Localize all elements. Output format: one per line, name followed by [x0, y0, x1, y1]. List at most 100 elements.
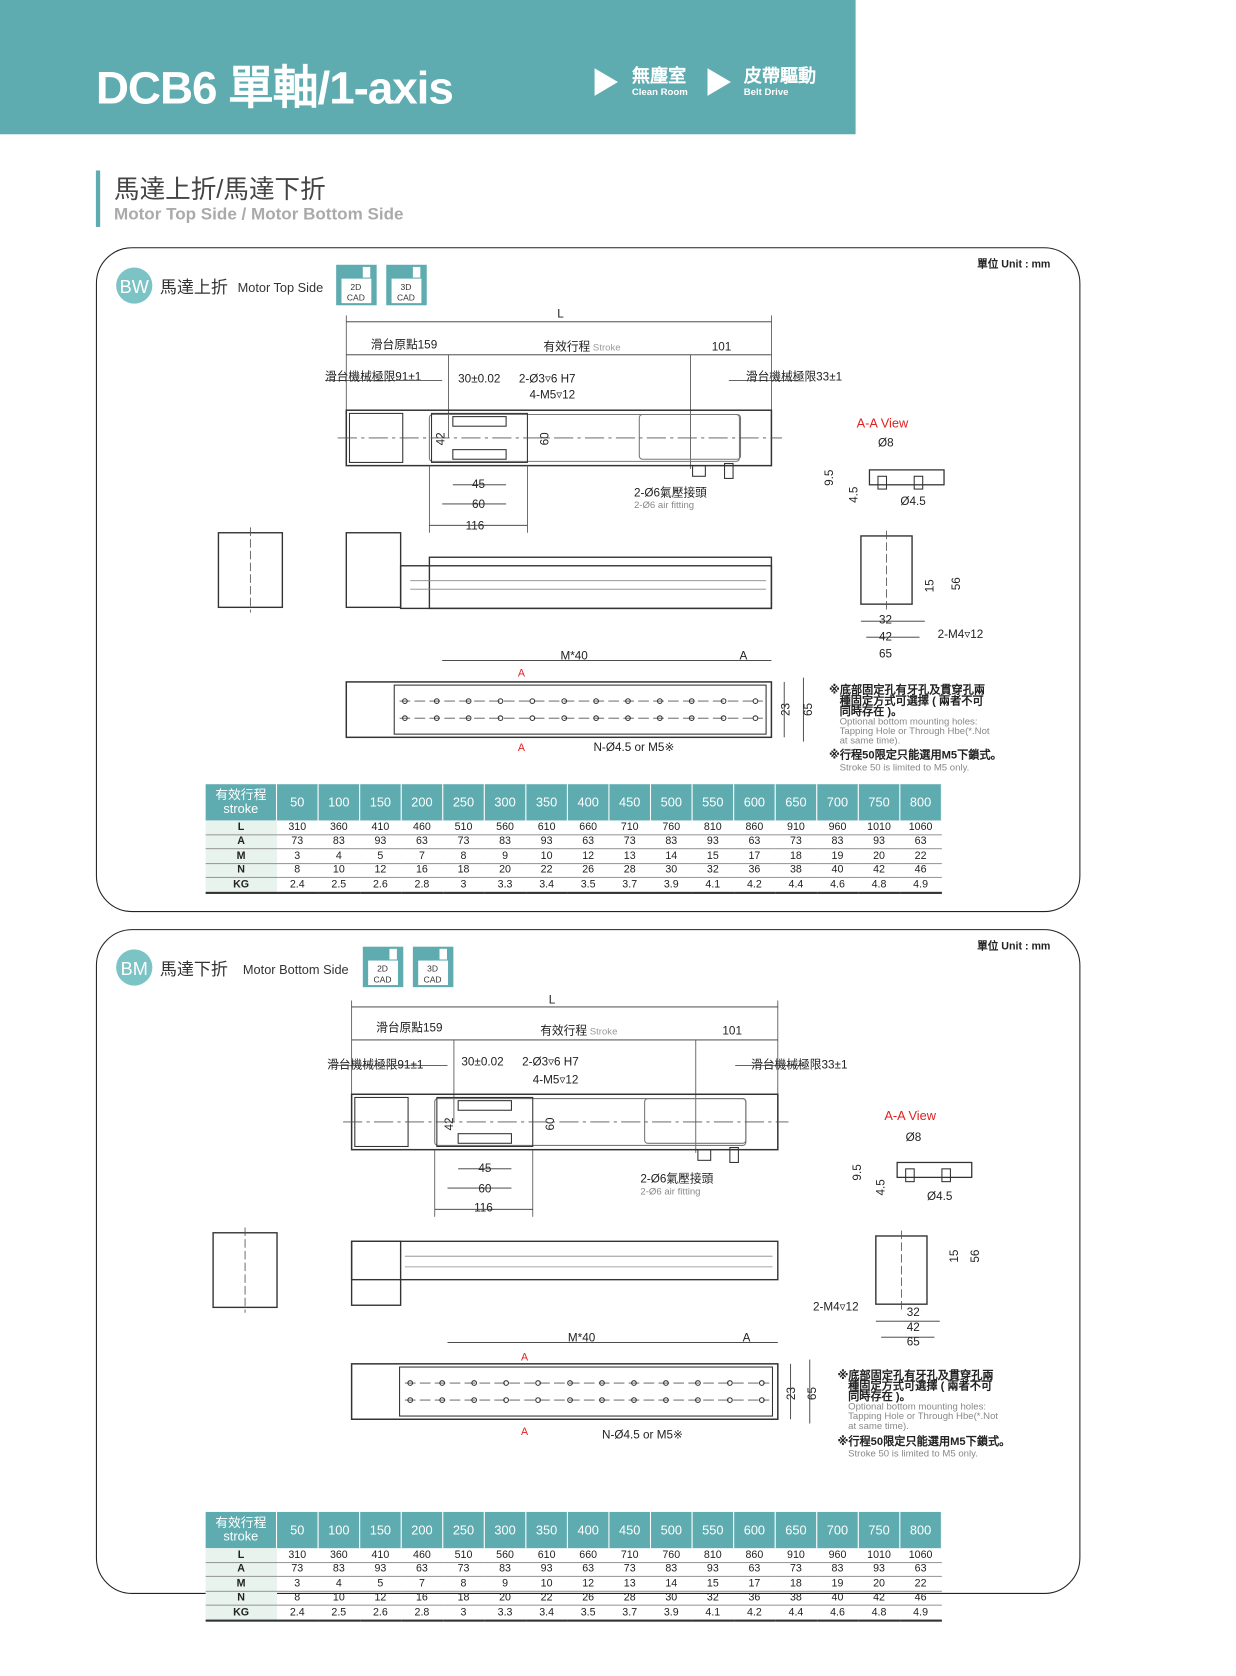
arrow-icon — [707, 68, 731, 96]
floppy-shutter — [439, 948, 447, 960]
label-note7: ※行程50限定只能選用M5下鎖式。 — [829, 748, 1002, 762]
label-m5: 4-M5▿12 — [530, 388, 576, 401]
label-d56: 56 — [950, 577, 963, 590]
label-m40: M*40 — [560, 650, 588, 663]
label-d32: 32 — [879, 613, 892, 626]
air-fitting — [729, 1147, 739, 1163]
row-label: M — [205, 848, 277, 864]
label-m4: 2-M4▿12 — [938, 628, 984, 641]
table-cell: 2.4 — [276, 1605, 319, 1622]
label-stroke_en: Stroke — [590, 343, 620, 354]
table-cell: 660 — [567, 820, 609, 835]
table-cell: 83 — [650, 834, 693, 850]
label-air_en: 2-Ø6 air fitting — [634, 500, 694, 511]
table-cell: 73 — [442, 1562, 485, 1577]
label-d116: 116 — [466, 520, 485, 533]
table-cell: 28 — [608, 863, 651, 878]
table-cell: 3.9 — [650, 1605, 693, 1622]
row-label: N — [205, 863, 277, 878]
badge-circle — [116, 949, 153, 986]
table-cell: 63 — [733, 834, 776, 850]
badge-label: BW — [120, 277, 150, 297]
table-cell: 410 — [359, 1548, 402, 1563]
table-cell: 26 — [567, 863, 609, 878]
aa-hole — [913, 475, 924, 490]
table-cell: 8 — [276, 863, 319, 878]
mounting-hole — [695, 1397, 701, 1403]
label-d15: 15 — [948, 1249, 961, 1263]
label-lim_left: 滑台機械極限91±1 — [325, 369, 421, 383]
aa-hole — [941, 1168, 951, 1183]
label-note8: Stroke 50 is limited to M5 only. — [840, 762, 970, 773]
table-cell: 2.6 — [359, 1605, 402, 1622]
table-cell: 18 — [442, 1590, 485, 1606]
mounting-hole — [535, 1397, 541, 1403]
table-cell: 2.5 — [318, 877, 360, 894]
tag-cn: 皮帶驅動 — [743, 66, 817, 87]
mounting-hole — [663, 1380, 669, 1386]
cad-label: CAD — [347, 292, 365, 302]
table-header-cell: 200 — [401, 1511, 444, 1549]
label-aa: A-A View — [857, 415, 909, 430]
label-L: L — [549, 994, 556, 1007]
table-cell: 16 — [401, 1590, 443, 1606]
row-label: KG — [205, 1605, 277, 1622]
table-header-cell: 750 — [858, 784, 901, 821]
cad-label: CAD — [424, 974, 442, 984]
panel-title-en: Motor Top Side — [238, 280, 324, 295]
aa-hole — [877, 475, 888, 490]
label-d101: 101 — [722, 1025, 742, 1038]
row-label: A — [205, 834, 277, 850]
aa-hole — [905, 1168, 915, 1183]
rail-body — [399, 565, 773, 610]
table-cell: 4.6 — [816, 1605, 859, 1622]
table-header-cell: 550 — [692, 784, 735, 821]
table-header-cell: 100 — [318, 784, 361, 821]
table-cell: 760 — [650, 820, 693, 835]
mounting-hole — [663, 1397, 669, 1403]
mounting-hole — [695, 1380, 701, 1386]
section-title: 馬達上折/馬達下折 — [114, 175, 326, 205]
floppy-label — [341, 278, 372, 304]
table-cell: 20 — [484, 863, 526, 878]
label-note1: ※底部固定孔有牙孔及貫穿孔兩 — [837, 1368, 993, 1382]
section-accent-bar — [95, 170, 101, 227]
table-header-cell: 350 — [525, 784, 568, 821]
table-cell: 12 — [359, 1590, 402, 1606]
table-header-cell: 800 — [899, 1511, 942, 1549]
mounting-hole — [407, 1397, 414, 1403]
table-cell: 4.4 — [775, 877, 817, 894]
label-d65b: 65 — [802, 702, 815, 716]
table-cell: 3.9 — [650, 877, 693, 894]
table-header-cell: 300 — [484, 784, 527, 821]
tag-belt-drive: 皮帶驅動 Belt Drive — [744, 67, 816, 97]
table-header-cell: 250 — [442, 784, 485, 821]
cad-type: 3D — [401, 282, 412, 292]
table-cell: 63 — [733, 1562, 776, 1577]
label-o45: Ø4.5 — [900, 495, 926, 508]
table-cell: 4.4 — [775, 1605, 817, 1622]
label-air_cn: 2-Ø6氣壓接頭 — [640, 1172, 713, 1186]
mounting-hole — [433, 698, 440, 704]
table-cell: 560 — [484, 1548, 526, 1563]
label-d42b: 42 — [907, 1321, 920, 1334]
label-d56: 56 — [969, 1250, 982, 1263]
label-a1: A — [518, 668, 526, 680]
table-cell: 14 — [650, 848, 693, 864]
table-cell: 4.6 — [816, 877, 859, 894]
label-d60v: 60 — [539, 432, 552, 446]
label-d45b: 4.5 — [874, 1179, 887, 1196]
mounting-hole — [471, 1397, 478, 1403]
table-cell: 2.4 — [276, 877, 319, 894]
label-stroke_en: Stroke — [587, 1027, 617, 1038]
table-cell: 4.1 — [692, 877, 734, 894]
window — [644, 1097, 747, 1144]
label-d42: 42 — [443, 1117, 456, 1130]
table-cell: 93 — [692, 834, 734, 850]
mounting-hole — [497, 698, 504, 704]
slider-block — [457, 1133, 512, 1144]
mounting-hole — [439, 1397, 446, 1403]
table-cell: 4.9 — [899, 877, 942, 894]
table-cell: 5 — [359, 1576, 402, 1592]
